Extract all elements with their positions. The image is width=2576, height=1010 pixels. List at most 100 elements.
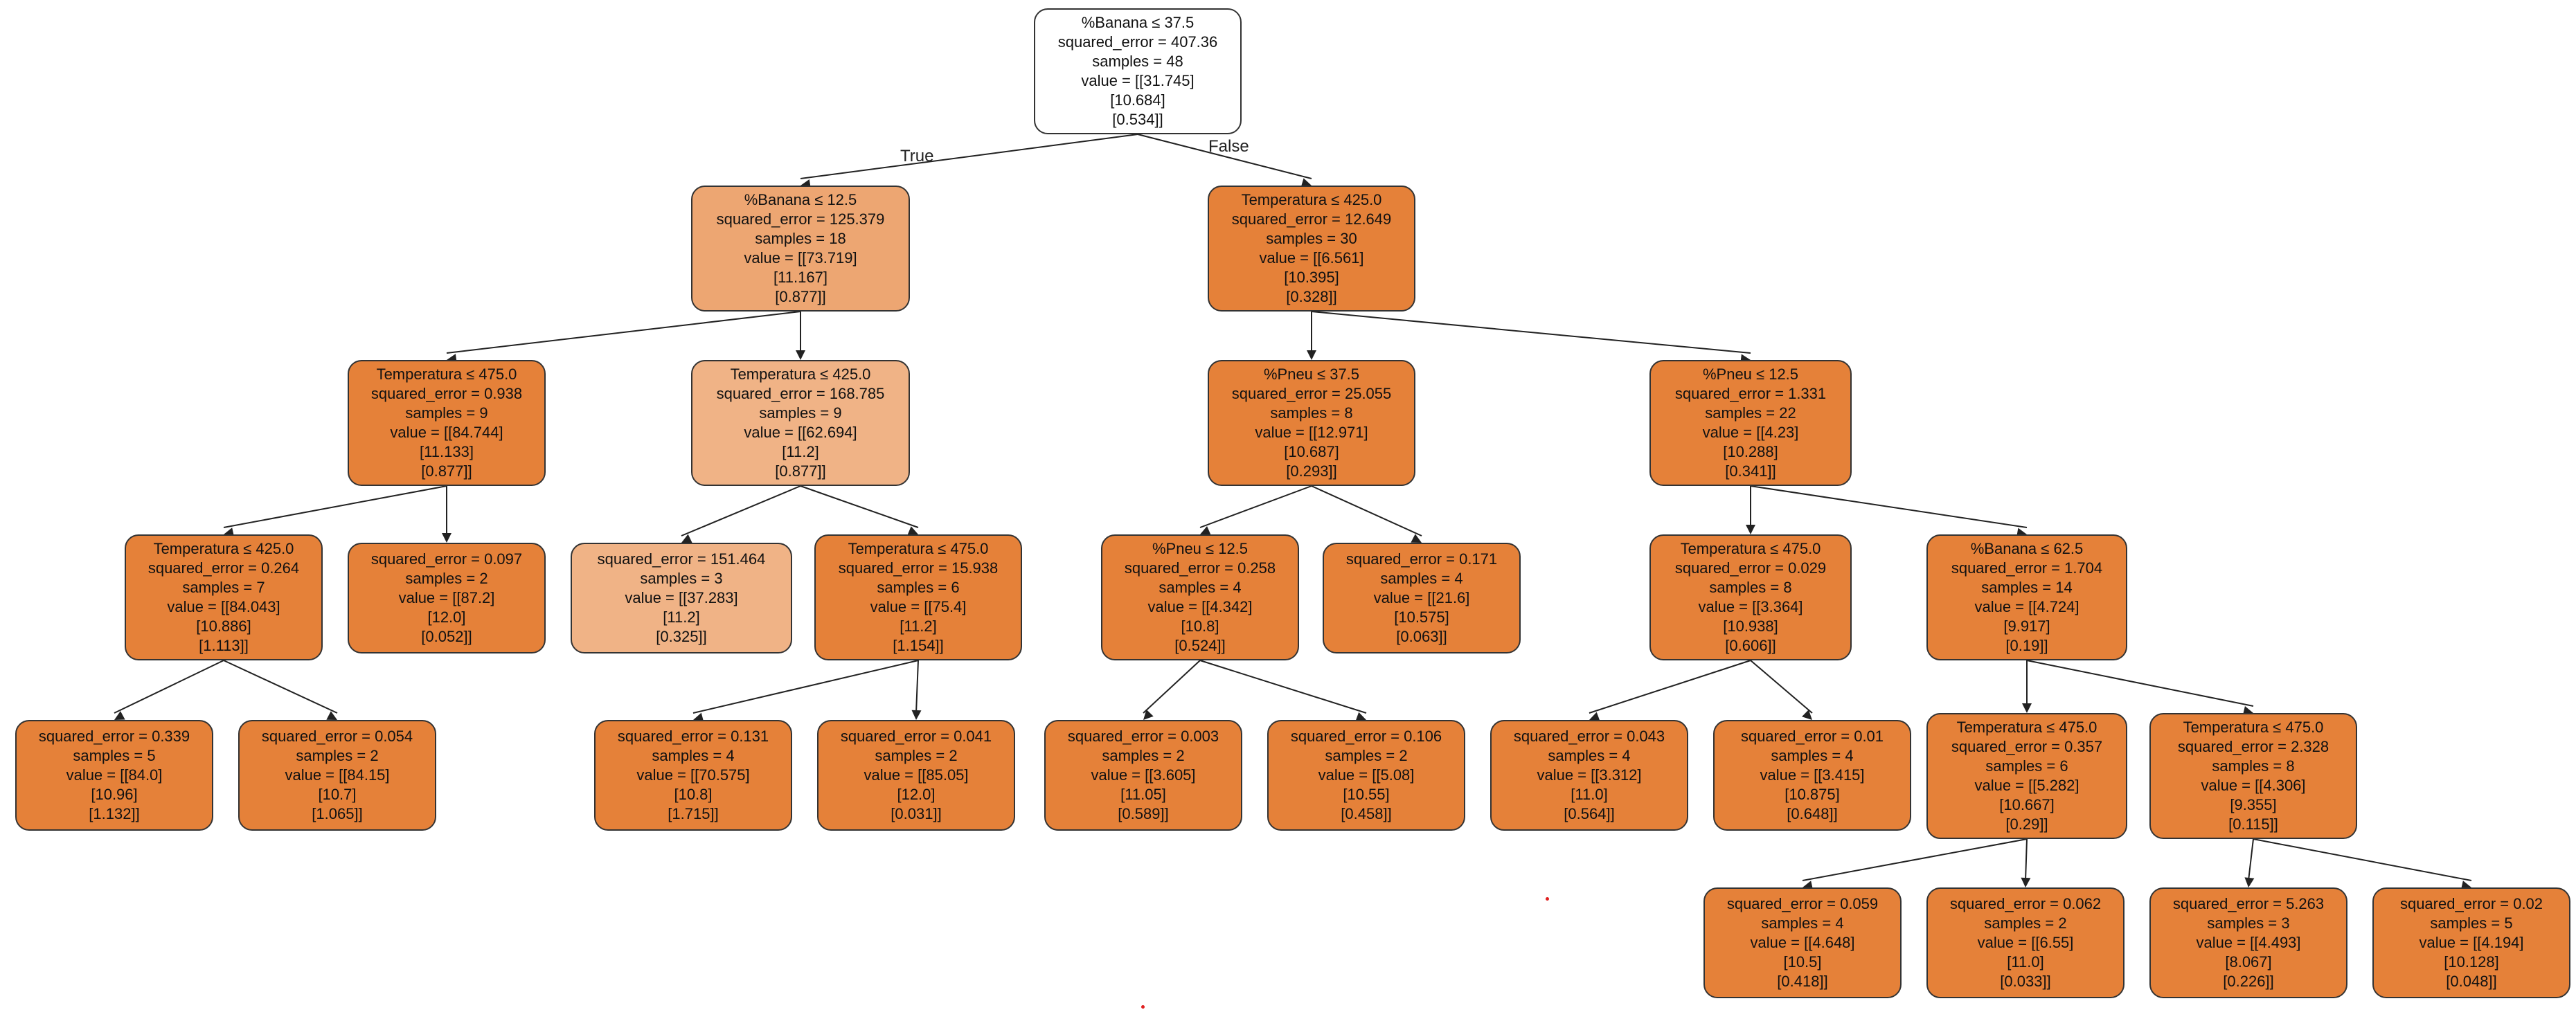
node-text-line: [11.0] (1571, 786, 1608, 803)
node-text-line: squared_error = 12.649 (1231, 210, 1392, 228)
node-text-line: value = [[6.55] (1977, 934, 2074, 951)
tree-edge-arrowhead (442, 533, 451, 543)
tree-edge (915, 660, 919, 714)
node-text-line: [1.132]] (89, 805, 140, 822)
node-text-line: [10.687] (1284, 443, 1339, 460)
node-text-line: value = [[75.4] (870, 598, 967, 615)
node-text-line: squared_error = 407.36 (1057, 33, 1218, 51)
node-text-line: value = [[21.6] (1373, 589, 1470, 606)
tree-edge-arrowhead (1411, 534, 1422, 543)
node-text-line: [10.684] (1110, 91, 1165, 109)
node-text-line: value = [[12.971] (1255, 424, 1368, 441)
node-text-line: Temperatura ≤ 475.0 (848, 540, 989, 557)
node-text-line: squared_error = 0.938 (370, 385, 523, 402)
node-text-line: [10.395] (1284, 269, 1339, 286)
tree-edge-arrowhead (114, 711, 125, 720)
tree-edge (114, 660, 224, 714)
tree-edge (1311, 485, 1422, 536)
node-text-line: samples = 8 (2212, 757, 2295, 775)
node-text-line: %Pneu ≤ 12.5 (1702, 366, 1799, 383)
tree-edge (2026, 660, 2254, 707)
tree-edge (1143, 660, 1201, 714)
node-text-line: samples = 9 (759, 404, 842, 422)
node-text-line: squared_error = 1.704 (1951, 559, 2103, 577)
node-text-line: value = [[5.08] (1318, 766, 1415, 784)
node-text-line: samples = 3 (2207, 914, 2290, 932)
node-text-line: [0.458]] (1341, 805, 1392, 822)
node-text-line: value = [[4.648] (1750, 934, 1855, 951)
node-text-line: [9.355] (2230, 796, 2277, 813)
node-text-line: samples = 48 (1092, 53, 1183, 70)
tree-edge-arrowhead (681, 534, 692, 543)
tree-edge-arrowhead (2022, 703, 2032, 713)
node-text-line: [0.877]] (775, 288, 826, 305)
tree-edge (223, 660, 338, 714)
node-text-line: [11.2] (900, 617, 937, 635)
node-text-line: samples = 3 (640, 570, 723, 587)
node-text-line: samples = 5 (2430, 914, 2513, 932)
tree-edge-arrowhead (693, 712, 704, 723)
tree-edge-arrowhead (326, 711, 337, 720)
node-text-line: Temperatura ≤ 425.0 (153, 540, 294, 557)
node-text-line: [0.524]] (1174, 637, 1226, 654)
node-text-line: squared_error = 0.043 (1513, 728, 1665, 745)
node-text-line: value = [[62.694] (744, 424, 857, 441)
node-text-line: value = [[4.194] (2419, 934, 2524, 951)
tree-edge (2253, 838, 2472, 881)
node-text-line: [0.606]] (1725, 637, 1776, 654)
tree-edge (1802, 838, 2028, 881)
tree-edge-arrowhead (1355, 712, 1366, 721)
tree-edge (800, 134, 1138, 179)
node-text-line: [0.418]] (1777, 973, 1828, 990)
node-text-line: samples = 4 (1159, 579, 1242, 596)
node-text-line: [0.648]] (1787, 805, 1838, 822)
node-text-line: [1.113]] (199, 637, 249, 654)
tree-edge-arrowhead (1307, 350, 1316, 360)
node-text-line: value = [[84.744] (390, 424, 503, 441)
tree-edge-arrowhead (1200, 525, 1211, 535)
node-text-line: [10.128] (2444, 953, 2499, 971)
node-text-line: [10.96] (91, 786, 138, 803)
node-text-line: [11.0] (2007, 953, 2044, 971)
node-text-line: [0.115]] (2228, 815, 2278, 833)
node-text-line: value = [[37.283] (625, 589, 738, 606)
node-text-line: value = [[73.719] (744, 249, 857, 267)
node-text-line: samples = 2 (1325, 747, 1408, 764)
node-text-line: Temperatura ≤ 425.0 (1241, 191, 1382, 208)
node-text-line: [0.564]] (1564, 805, 1615, 822)
tree-edge-arrowhead (2244, 877, 2255, 887)
node-text-line: samples = 5 (73, 747, 156, 764)
tree-edge (223, 485, 447, 528)
node-text-line: [10.7] (318, 786, 357, 803)
node-text-line: [10.938] (1723, 617, 1778, 635)
node-text-line: squared_error = 0.106 (1290, 728, 1442, 745)
node-text-line: [0.534]] (1112, 111, 1163, 128)
node-text-line: value = [[4.306] (2201, 777, 2306, 794)
tree-edge (1589, 660, 1751, 714)
tree-edge-arrowhead (1143, 710, 1154, 720)
node-text-line: [0.033]] (2000, 973, 2051, 990)
node-text-line: value = [[3.364] (1698, 598, 1803, 615)
node-text-line: samples = 4 (1380, 570, 1463, 587)
node-text-line: samples = 2 (1984, 914, 2067, 932)
node-text-line: samples = 30 (1266, 230, 1357, 247)
node-text-line: samples = 4 (1771, 747, 1854, 764)
node-text-line: value = [[6.561] (1259, 249, 1364, 267)
node-text-line: value = [[4.724] (1974, 598, 2079, 615)
node-text-line: samples = 2 (875, 747, 958, 764)
tree-edge (692, 660, 919, 714)
